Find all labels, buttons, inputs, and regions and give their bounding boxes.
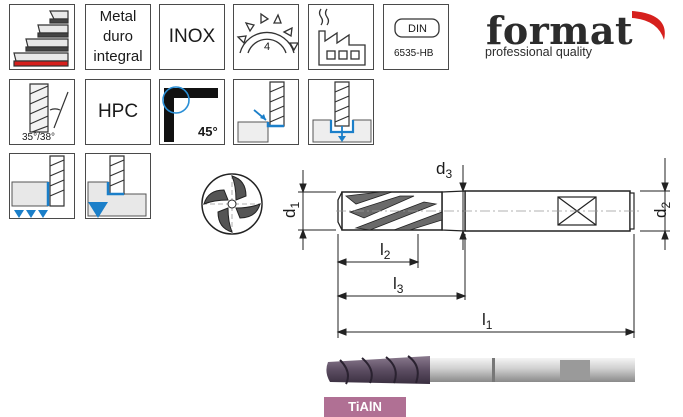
helix-angle-icon <box>29 83 69 133</box>
material-line-2: duro <box>102 28 133 45</box>
dimension-labels: d1 d3 d2 l2 l3 l1 <box>280 159 673 332</box>
hpc-label: HPC <box>97 101 139 122</box>
tile-inox: INOX <box>159 4 225 70</box>
corner-chamfer-icon <box>162 86 218 142</box>
material-label: Metal duro integral <box>93 7 142 67</box>
dim-l2: l2 <box>380 240 391 262</box>
inox-label: INOX <box>168 26 216 47</box>
tile-plunge-milling <box>308 79 374 145</box>
tile-din-norm: DIN 6535-HB <box>383 4 449 70</box>
dim-d1: d1 <box>280 202 302 218</box>
teeth-count: 4 <box>264 41 271 53</box>
material-line-1: Metal <box>99 8 137 25</box>
finishing-icon <box>11 155 65 218</box>
roughing-icon <box>87 155 147 218</box>
logo-wordmark: format <box>486 8 634 53</box>
tile-corner-chamfer: 45° <box>159 79 225 145</box>
dim-d2: d2 <box>651 202 673 218</box>
tile-side-milling <box>233 79 299 145</box>
chamfer-angle: 45° <box>198 124 218 139</box>
tile-hpc: HPC <box>85 79 151 145</box>
dim-l3: l3 <box>393 274 404 296</box>
layered-profile-icon <box>13 10 69 67</box>
tool-photo <box>326 355 635 385</box>
material-line-3: integral <box>93 48 143 65</box>
helix-angle-value: 35°/38° <box>22 132 56 143</box>
din-badge-icon <box>394 18 440 38</box>
tile-application-industry <box>308 4 374 70</box>
tile-helix-angle: 35°/38° <box>9 79 75 145</box>
din-norm-number: 6535-HB <box>394 48 434 59</box>
logo-swoosh-icon <box>632 11 665 40</box>
dim-d3: d3 <box>436 159 452 181</box>
logo-tagline: professional quality <box>485 45 593 59</box>
brand-logo: format professional quality <box>482 8 682 68</box>
cutter-side-view <box>336 190 640 232</box>
factory-icon <box>318 8 366 66</box>
coating-badge: TiAlN <box>324 397 406 417</box>
dimension-lines <box>298 158 670 338</box>
tile-teeth: 4 <box>233 4 299 70</box>
dim-l1: l1 <box>482 310 493 332</box>
cutter-teeth-icon <box>236 12 298 54</box>
plunge-milling-icon <box>312 81 372 143</box>
tile-finishing <box>9 153 75 219</box>
tile-roughing <box>85 153 151 219</box>
cutter-front-view <box>201 173 263 235</box>
din-label: DIN <box>408 23 427 35</box>
tile-application-profile <box>9 4 75 70</box>
side-milling-icon <box>237 81 285 143</box>
tile-material: Metal duro integral <box>85 4 151 70</box>
